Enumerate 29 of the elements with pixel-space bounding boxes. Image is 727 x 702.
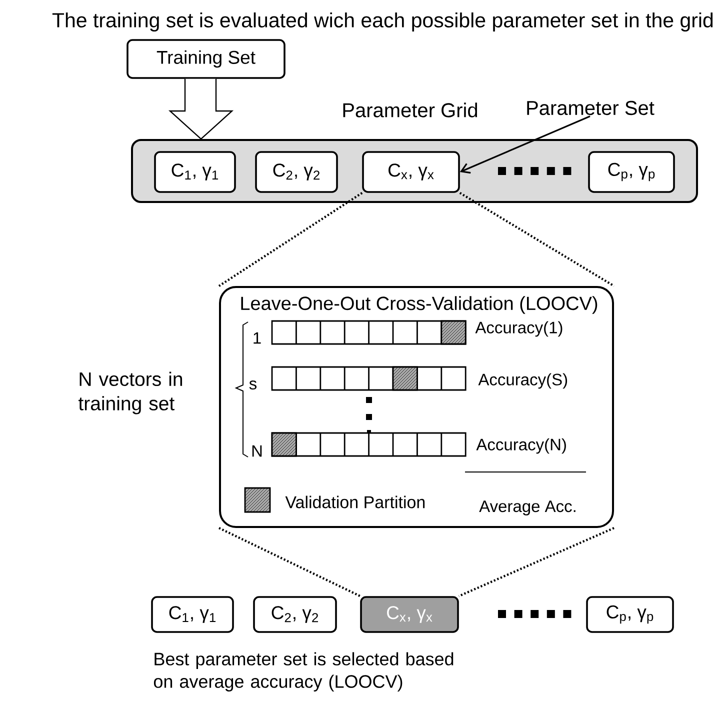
parameter-box: C$_{p}$, γ$_{p}$	[588, 151, 675, 193]
label: Average Acc.	[479, 500, 576, 516]
panel-heading: Parameter Grid	[343, 102, 478, 118]
parameter-box: C$_{2}$, γ$_{2}$	[253, 596, 337, 633]
callout-text: Parameter Set	[527, 100, 654, 116]
label: Accuracy(N)	[476, 438, 566, 454]
label: N	[252, 445, 262, 457]
dotted-line	[458, 527, 614, 598]
label: 1	[254, 332, 261, 344]
label: Accuracy(1)	[475, 321, 562, 337]
parameter-box: C$_{x}$, γ$_{x}$	[362, 151, 460, 193]
dotted-line	[459, 192, 615, 287]
label: N vectors in training set	[78, 372, 182, 414]
legend-label: Validation Partition	[285, 496, 425, 508]
caption: Best parameter set is selected based on average accuracy (LOOCV)	[154, 652, 454, 692]
block-arrow	[168, 78, 234, 140]
parameter-box: C$_{p}$, γ$_{p}$	[586, 596, 674, 633]
dotted-line	[218, 527, 361, 598]
parameter-box: C$_{1}$, γ$_{1}$	[151, 596, 234, 633]
label: s	[249, 380, 257, 390]
arrow	[460, 116, 590, 174]
label: Accuracy(S)	[478, 373, 568, 389]
parameter-box: C$_{1}$, γ$_{1}$	[154, 151, 236, 193]
selected-parameter-box: C$_{x}$, γ$_{x}$	[360, 596, 459, 633]
dotted-line	[218, 192, 363, 287]
training-set-box: Training Set	[126, 39, 286, 79]
parameter-box: C$_{2}$, γ$_{2}$	[255, 151, 338, 193]
panel-heading: Leave-One-Out Cross-Validation (LOOCV)	[241, 296, 598, 314]
title: The training set is evaluated wich each possible parameter set in the grid	[52, 12, 713, 32]
